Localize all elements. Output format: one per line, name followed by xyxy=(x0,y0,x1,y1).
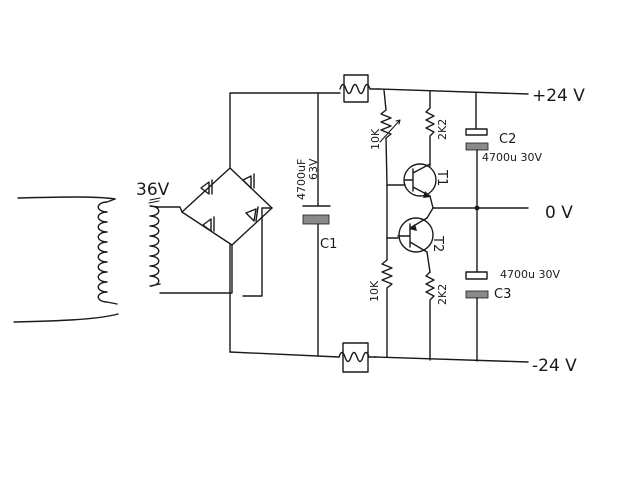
wire-r1-top xyxy=(383,89,387,111)
bridge-rectifier xyxy=(181,167,273,246)
c3-value-label: 4700u 30V xyxy=(500,268,560,281)
zero-rail-label: 0 V xyxy=(545,203,573,223)
resistor-2k2-upper-label: 2K2 xyxy=(436,119,449,140)
upper-fuse xyxy=(339,74,379,103)
wire-bottom-left xyxy=(229,351,340,358)
plus-rail-label: +24 V xyxy=(532,86,585,106)
c1-value-label: 4700uF xyxy=(295,159,308,200)
wire-t1-emitter xyxy=(429,195,529,209)
transistor-t1 xyxy=(403,163,437,198)
transformer xyxy=(13,196,161,323)
wire-sec-bottom xyxy=(159,244,233,294)
primary-coil xyxy=(97,198,118,305)
wire-plus-rail xyxy=(377,88,529,95)
capacitor-c3 xyxy=(465,271,489,299)
c2-name-label: C2 xyxy=(499,132,516,147)
pot-arrow xyxy=(379,119,401,143)
primary-lead-bottom xyxy=(13,313,119,323)
wire-minus-rail xyxy=(374,356,529,363)
wire-t2-emitter xyxy=(426,207,434,219)
c2-value-label: 4700u 30V xyxy=(482,151,542,164)
lower-fuse xyxy=(338,342,377,373)
resistor-10k-lower-label: 10K xyxy=(368,280,381,302)
diode-bottom-right xyxy=(245,206,259,222)
secondary-tick xyxy=(148,197,161,204)
diode-top-left xyxy=(200,179,213,195)
resistor-10k-upper-label: 10K xyxy=(369,128,382,150)
bridge-outline xyxy=(181,167,273,246)
wire-sec-top xyxy=(157,206,183,213)
resistor-2k2-upper xyxy=(425,107,435,151)
resistor-10k-upper xyxy=(380,109,392,186)
wire-bridge-right xyxy=(242,207,273,297)
junction-0v xyxy=(474,205,480,211)
wire-bridge-top xyxy=(229,92,341,169)
primary-lead-top xyxy=(17,196,116,200)
transformer-voltage-label: 36V xyxy=(136,180,170,200)
wire-r4-top xyxy=(426,251,431,273)
transistor-t2 xyxy=(397,217,434,253)
resistor-2k2-lower-label: 2K2 xyxy=(436,284,449,305)
t2-name-label: T2 xyxy=(430,235,445,252)
wire-r1-down xyxy=(386,184,399,239)
diode-top-right xyxy=(242,173,255,189)
resistor-10k-lower xyxy=(381,259,393,358)
c3-name-label: C3 xyxy=(494,287,511,302)
minus-rail-label: -24 V xyxy=(532,356,577,376)
t1-name-label: T1 xyxy=(434,169,449,186)
resistor-2k2-lower xyxy=(425,271,435,361)
capacitor-c2 xyxy=(465,128,489,151)
c1-voltage-label: 63V xyxy=(307,158,320,180)
c1-name-label: C1 xyxy=(320,237,337,252)
secondary-coil xyxy=(149,205,161,287)
diode-bottom-left xyxy=(202,216,215,232)
capacitor-c1 xyxy=(302,92,331,356)
